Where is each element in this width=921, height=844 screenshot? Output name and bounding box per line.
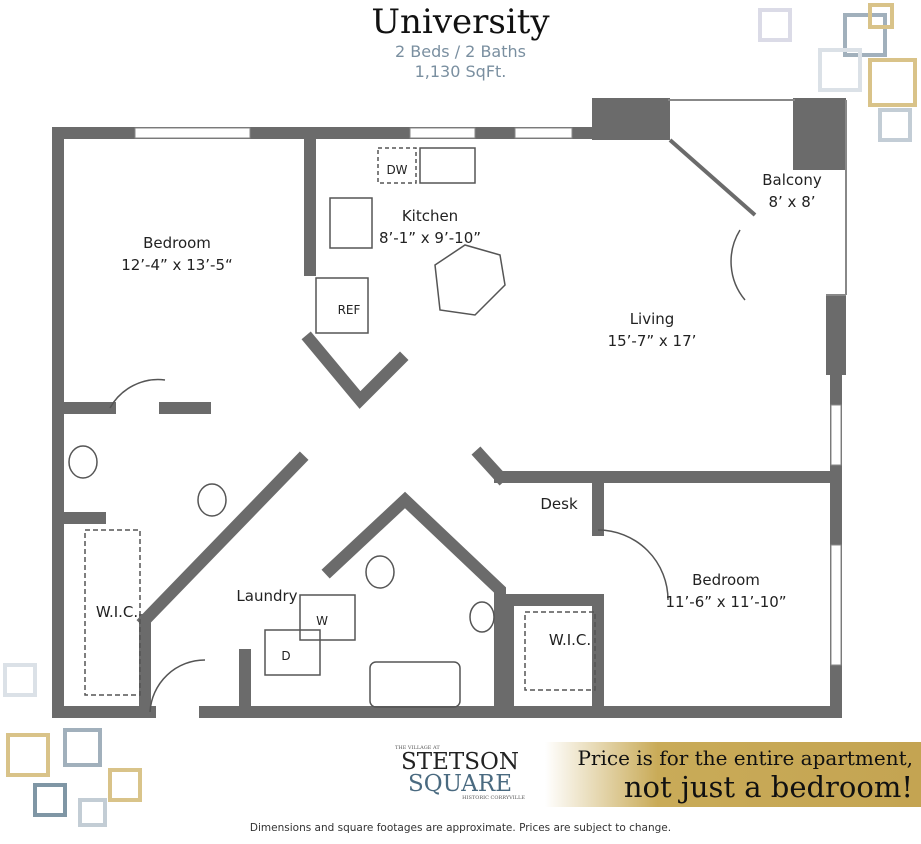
balcony-size: 8’ x 8’ [768, 193, 815, 211]
disclaimer: Dimensions and square footages are appro… [249, 822, 672, 834]
desk-label: Desk [540, 495, 578, 513]
square-footage: 1,130 SqFt. [414, 62, 507, 81]
bedroom1-size: 12’-4” x 13’-5“ [121, 256, 233, 274]
decorative-squares-bottom-left [3, 663, 142, 827]
bedroom2-name: Bedroom [692, 571, 760, 589]
walls [52, 127, 842, 718]
bedroom1-name: Bedroom [143, 234, 211, 252]
beds-baths: 2 Beds / 2 Baths [395, 42, 526, 61]
plan-title: University [371, 2, 550, 42]
dryer-label: D [281, 649, 290, 663]
washer-label: W [316, 614, 328, 628]
banner-line1: Price is for the entire apartment, [577, 746, 913, 770]
refrigerator-label: REF [338, 303, 361, 317]
dishwasher-label: DW [386, 163, 407, 177]
laundry-label: Laundry [236, 587, 297, 605]
living-name: Living [630, 310, 675, 328]
bedroom2-size: 11’-6” x 11’-10” [665, 593, 786, 611]
balcony-name: Balcony [762, 171, 822, 189]
windows [134, 127, 842, 666]
kitchen-name: Kitchen [402, 207, 458, 225]
living-size: 15’-7” x 17’ [608, 332, 697, 350]
wic2-label: W.I.C. [549, 631, 591, 649]
kitchen-size: 8’-1” x 9’-10” [379, 229, 481, 247]
banner-line2: not just a bedroom! [623, 770, 913, 804]
wic1-label: W.I.C. [96, 603, 138, 621]
price-banner: Price is for the entire apartment, not j… [545, 742, 921, 807]
fixtures [68, 147, 746, 713]
decorative-squares-top-right [758, 3, 917, 142]
stetson-square-logo: THE VILLAGE AT STETSON SQUARE HISTORIC C… [395, 745, 525, 801]
